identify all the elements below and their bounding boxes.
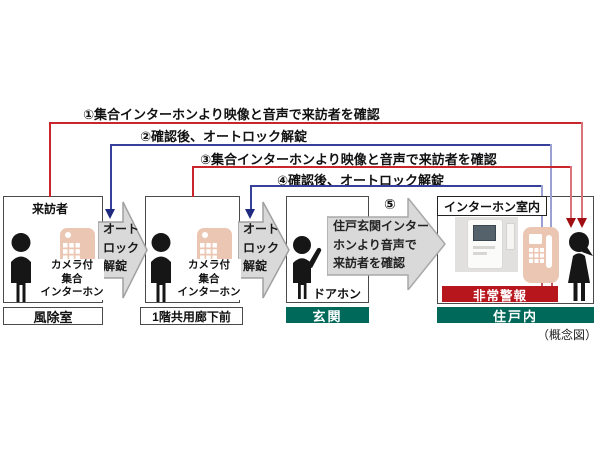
intercom-keypad-dots — [63, 243, 80, 260]
resident-silhouette-icon — [568, 232, 593, 301]
step3-connector-horizontal — [192, 166, 572, 168]
step4-label: ④確認後、オートロック解錠 — [277, 173, 445, 188]
step5-flow-arrow — [327, 198, 446, 290]
zone-banner-dwelling: 住戸内 — [437, 307, 594, 324]
step4-connector-horizontal — [250, 185, 542, 187]
zone-label-windbreak: 風除室 — [3, 307, 103, 325]
step3-label: ③集合インターホンより映像と音声で来訪者を確認 — [200, 152, 497, 167]
step1-connector-horizontal — [50, 122, 583, 124]
handset-receiver-slot — [546, 235, 552, 268]
step1-arrowhead-icon — [577, 218, 587, 228]
autolock-arrow-2-text: オート ロック 解錠 — [243, 222, 280, 273]
step2-arrowhead-icon — [105, 209, 115, 219]
step2-connector-horizontal — [110, 144, 552, 146]
monitor-unit — [468, 220, 502, 268]
step1-connector-left-drop — [49, 122, 51, 197]
emergency-alarm-banner: 非常警報 — [442, 286, 558, 303]
step1-connector-right-drop — [581, 122, 583, 219]
visitor2-silhouette-icon — [151, 233, 171, 302]
step2-label: ②確認後、オートロック解錠 — [140, 129, 308, 144]
intercom-keypad-dots — [200, 243, 217, 260]
handset-screen — [529, 234, 542, 244]
step3-connector-left-drop — [192, 166, 194, 197]
handset-keypad-dots — [529, 248, 544, 263]
step5-number: ⑤ — [384, 196, 396, 212]
device-label-1: カメラ付 集合 インターホン — [40, 259, 104, 300]
zone-banner-entrance: 玄関 — [286, 307, 369, 324]
autolock-arrow-1-text: オート ロック 解錠 — [103, 222, 140, 273]
step5-flow-arrow-text: 住戸玄関インター ホンより音声で 来訪者を確認 — [333, 219, 430, 270]
camera-intercom-icon-1 — [60, 228, 95, 265]
visitor3-silhouette-icon — [293, 236, 322, 299]
visitor-silhouette-icon — [11, 233, 31, 302]
step4-connector-left-drop — [250, 185, 252, 210]
step3-arrowhead-icon — [566, 218, 576, 228]
interphone-handset-icon — [523, 227, 559, 283]
intercom-monitor-photo — [455, 217, 518, 272]
zone-label-corridor: 1階共用廊下前 — [140, 307, 243, 325]
room-interior-label: インターホン室内 — [437, 196, 547, 216]
device-label-2: カメラ付 集合 インターホン — [177, 259, 241, 300]
doorphone-label: ドアホン — [313, 285, 362, 302]
monitor-screen — [473, 225, 496, 241]
concept-diagram-note: （概念図） — [537, 328, 598, 342]
step4-arrowhead-icon — [245, 209, 255, 219]
camera-lens-dot — [65, 232, 71, 238]
wall-switch-panel — [506, 223, 515, 250]
camera-intercom-icon-2 — [197, 228, 232, 265]
step2-connector-right-drop — [550, 144, 552, 230]
step2-connector-left-drop — [110, 144, 112, 210]
visitor-label: 来訪者 — [32, 202, 69, 216]
autolock-arrow-2 — [238, 201, 290, 299]
step3-connector-right-drop — [570, 166, 572, 219]
step1-label: ①集合インターホンより映像と音声で来訪者を確認 — [83, 107, 380, 122]
camera-lens-dot — [202, 232, 208, 238]
